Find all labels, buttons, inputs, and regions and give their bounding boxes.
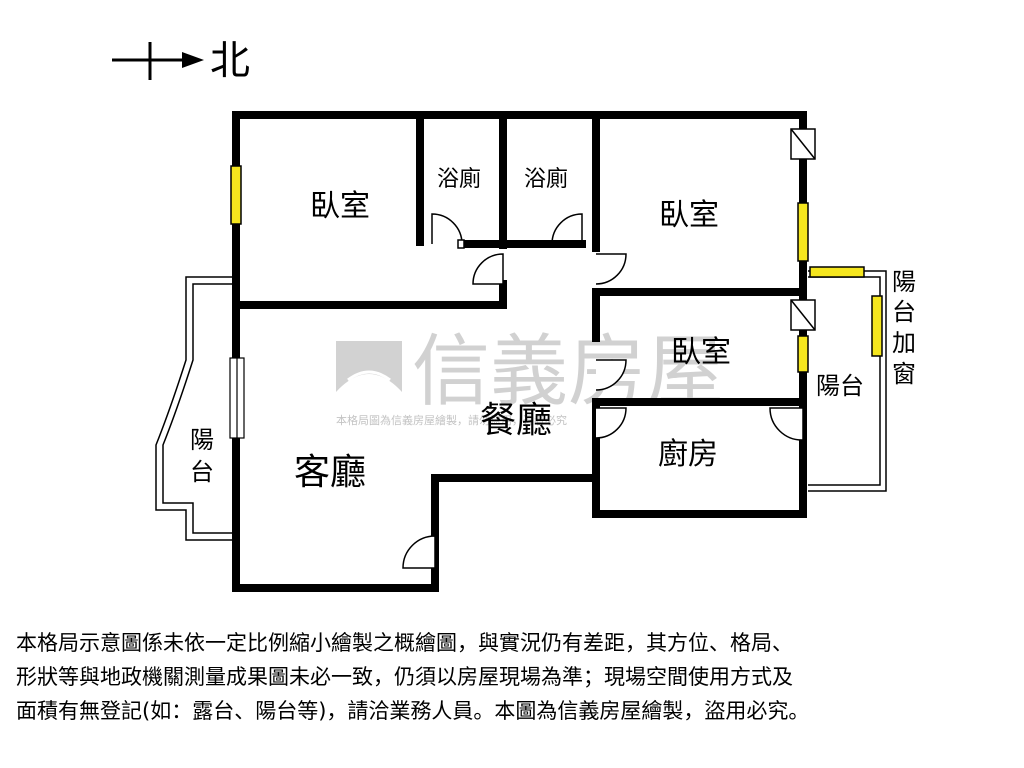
- room-label-bath-2: 浴廁: [524, 167, 568, 192]
- watermark-notice: 本格局圖為信義房屋繪製，請勿盜用，違者必究: [336, 413, 567, 427]
- brand-logo-icon: [336, 341, 402, 401]
- window-icon: [797, 202, 809, 262]
- duct-icon: [790, 299, 816, 331]
- disclaimer-line: 面積有無登記(如：露台、陽台等)，請洽業務人員。本圖為信義房屋繪製，盜用必究。: [16, 699, 810, 723]
- west-balcony: [155, 276, 237, 541]
- disclaimer: 本格局示意圖係未依一定比例縮小繪製之概繪圖，與實況仍有差距，其方位、格局、 形狀…: [16, 626, 1016, 728]
- room-label-bedroom-nw: 臥室: [310, 189, 370, 224]
- room-label-bath-1: 浴廁: [437, 167, 481, 192]
- disclaimer-line: 本格局示意圖係未依一定比例縮小繪製之概繪圖，與實況仍有差距，其方位、格局、: [16, 631, 793, 655]
- sliding-door-icon: [229, 357, 245, 439]
- balcony-enclosed-char: 窗: [892, 360, 916, 388]
- window-icon: [809, 266, 865, 278]
- disclaimer-line: 形狀等與地政機關測量成果圖未必一致，仍須以房屋現場為準；現場空間使用方式及: [16, 665, 793, 689]
- balcony-west-char: 台: [190, 458, 214, 486]
- door-icon: [595, 407, 627, 439]
- balcony-west-char: 陽: [190, 426, 214, 454]
- room-label-bedroom-e: 臥室: [671, 335, 731, 370]
- north-arrow-icon: [112, 42, 204, 80]
- balcony-enclosed-char: 加: [892, 329, 916, 357]
- room-label-bedroom-ne: 臥室: [659, 198, 719, 233]
- entrance-door-icon: [402, 535, 436, 569]
- door-icon: [769, 407, 804, 441]
- room-label-kitchen: 廚房: [658, 437, 718, 472]
- duct-icon: [790, 128, 816, 160]
- room-label-balcony-enclosed: 陽 台 加 窗: [892, 268, 916, 388]
- door-icon: [472, 253, 504, 285]
- doors: [402, 213, 804, 569]
- room-label-balcony-east: 陽台: [816, 372, 864, 400]
- room-label-living: 客廳: [294, 452, 366, 493]
- balcony-enclosed-char: 陽: [892, 268, 916, 296]
- watermark: 信義房屋 本格局圖為信義房屋繪製，請勿盜用，違者必究: [336, 327, 724, 427]
- room-label-balcony-west: 陽 台: [190, 426, 214, 486]
- room-label-dining: 餐廳: [480, 400, 552, 441]
- walls: [232, 111, 807, 592]
- door-icon: [431, 213, 465, 249]
- door-icon: [595, 359, 627, 391]
- door-icon: [551, 213, 583, 245]
- door-icon: [595, 253, 627, 285]
- window-icon: [871, 295, 883, 357]
- window-icon: [797, 335, 809, 373]
- floor-plan: 北 信義房屋 本格局圖為信義房屋繪製，請勿盜用，違者必究: [112, 38, 916, 592]
- windows: [230, 165, 883, 373]
- north-label: 北: [210, 38, 250, 84]
- balcony-enclosed-char: 台: [892, 298, 916, 326]
- duct-shafts: [790, 128, 816, 331]
- window-icon: [230, 165, 242, 225]
